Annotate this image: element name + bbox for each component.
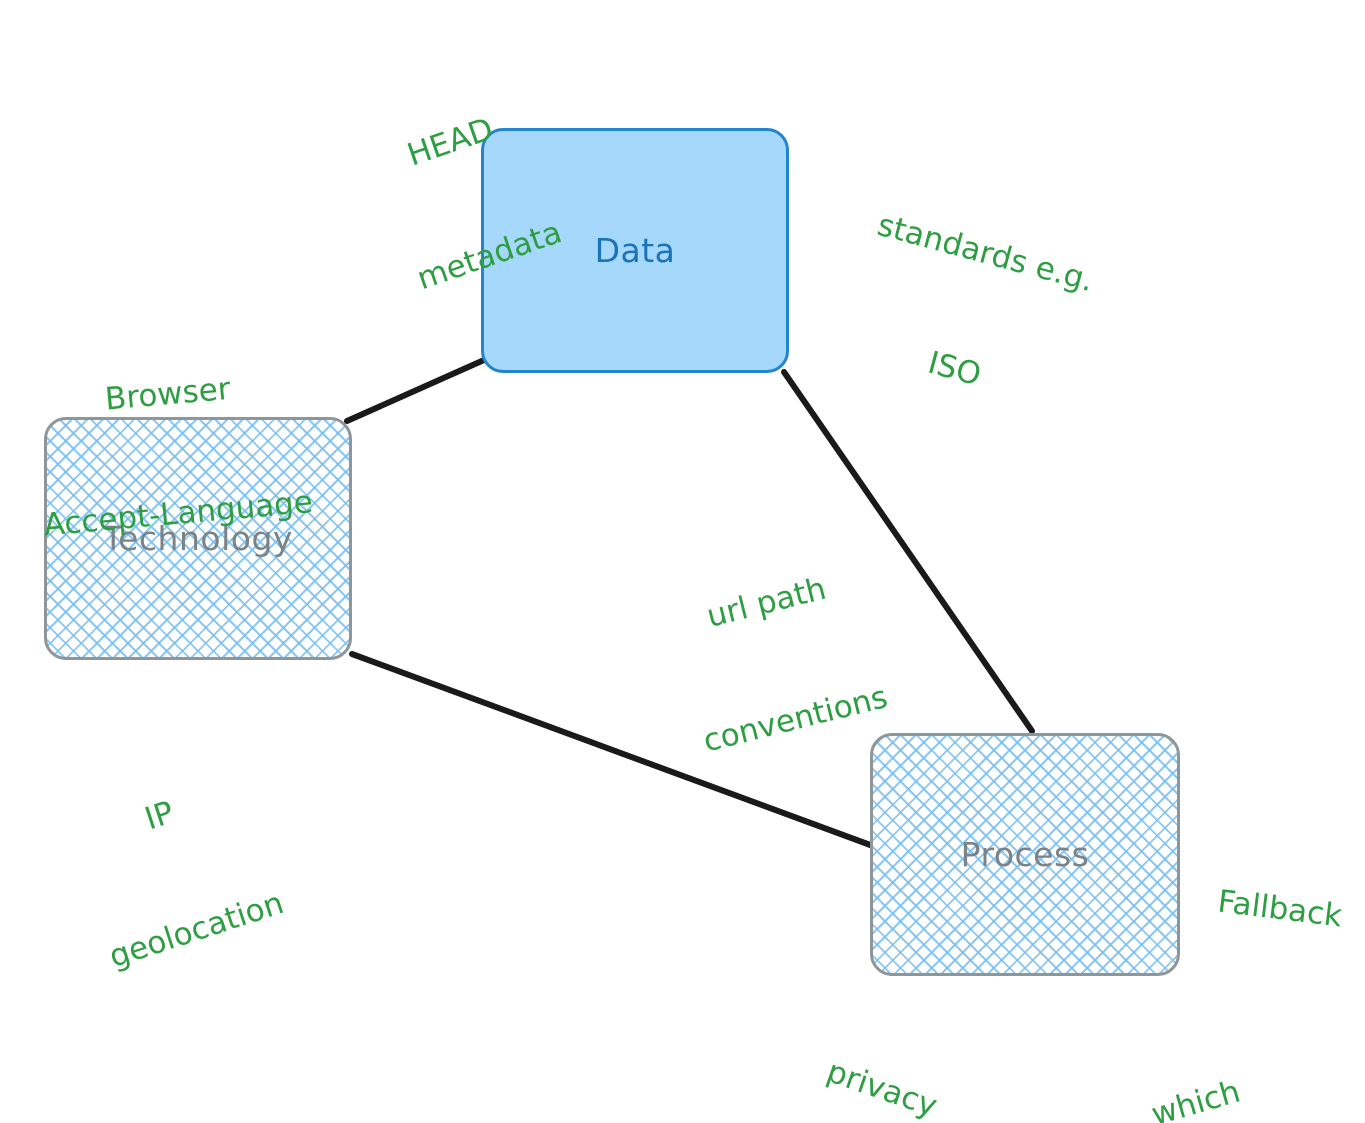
- node-process-label: Process: [960, 835, 1090, 874]
- node-process[interactable]: Process: [870, 733, 1180, 976]
- annotation-head-metadata-line2: metadata: [412, 214, 567, 298]
- annotation-fallback-line1: Fallback: [1215, 883, 1345, 935]
- annotation-ip-geolocation-line2: geolocation: [105, 885, 289, 976]
- annotation-browser-accept-language-line1: Browser: [103, 370, 232, 418]
- annotation-browser-accept-language-line2: Accept-Language: [42, 484, 315, 544]
- annotation-head-metadata-line1: HEAD: [402, 110, 498, 174]
- annotation-standards-iso-line2: ISO: [924, 345, 985, 394]
- annotation-ip-geolocation: IP geolocation: [33, 689, 323, 1057]
- node-data[interactable]: Data: [481, 128, 789, 373]
- annotation-url-path-conventions-line1: url path: [703, 570, 830, 635]
- annotation-standards-iso-line1: standards e.g.: [873, 206, 1098, 299]
- annotation-ip-geolocation-line1: IP: [140, 794, 179, 837]
- annotation-which-geographies-line1: which: [1147, 1073, 1245, 1123]
- annotation-head-metadata: HEAD metadata: [323, 14, 617, 384]
- annotation-privacy-line1: privacy: [822, 1053, 942, 1123]
- node-data-label: Data: [594, 231, 676, 270]
- node-technology-label: Technology: [103, 519, 293, 558]
- annotation-browser-accept-language: Browser Accept-Language: [5, 280, 342, 628]
- annotation-url-path-conventions-line2: conventions: [699, 679, 892, 760]
- node-technology[interactable]: Technology: [44, 417, 352, 660]
- annotation-privacy: privacy: [783, 971, 981, 1123]
- annotation-standards-iso: standards e.g. ISO: [803, 122, 1138, 501]
- annotation-url-path-conventions: url path conventions: [640, 479, 922, 843]
